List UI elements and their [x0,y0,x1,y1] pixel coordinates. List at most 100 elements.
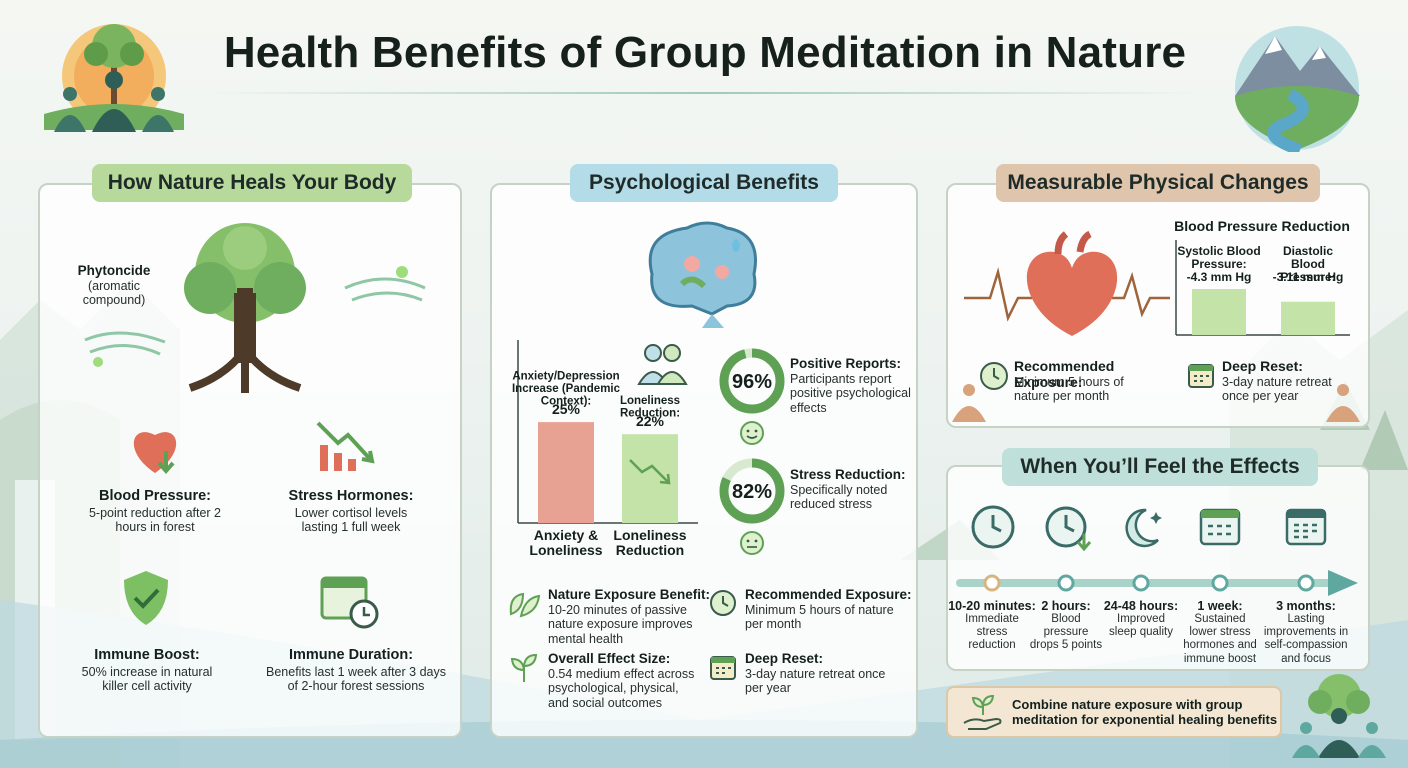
body-item-title: Immune Boost: [94,647,200,663]
timeline-time: 1 week: [1197,599,1243,613]
phytoncide-title: Phytoncide [77,263,151,278]
body-item-title: Immune Duration: [288,647,414,663]
timeline-time: 10-20 minutes: [948,599,1036,613]
moon-stars-icon [1118,502,1166,550]
group-meditation-logo-icon [34,14,194,144]
shield-check-icon [120,568,172,628]
bar-value-label: 22% [636,413,665,429]
timeline-desc: Sustained lower stress hormones and immu… [1183,613,1257,665]
body-item-desc: 50% increase in natural killer cell acti… [81,665,213,694]
body-item-desc: Lower cortisol levels lasting 1 full wee… [294,506,408,535]
timeline-panel-title: When You’ll Feel the Effects [1002,448,1318,486]
fact-title: Nature Exposure Benefit: [548,587,711,602]
category-label: Loneliness [613,527,686,543]
sprout-icon [507,650,541,684]
fact-title: Overall Effect Size: [548,651,671,666]
hand-sprout-icon [962,693,1004,731]
bar-title: Loneliness [620,395,680,407]
clock-icon [708,588,738,618]
heart-down-icon [128,415,182,479]
bar [1281,301,1335,335]
timeline-desc: Immediate stress reduction [965,613,1019,652]
bar-title: Increase (Pandemic [512,383,621,395]
bar-title: Context): [541,396,591,408]
meditator-left-icon [948,380,990,424]
body-item-desc: Benefits last 1 week after 3 days of 2-h… [266,665,446,694]
timeline-arrow [956,570,1360,596]
people-icon [636,342,688,386]
down-trend-icon [629,459,671,485]
body-item-desc: 5-point reduction after 2 hours in fores… [88,506,222,535]
ring-desc: Specifically noted reduced stress [790,483,888,512]
bar-value-label: -3.11 mm Hg [1273,270,1344,284]
breeze-left-icon [80,320,170,370]
psych-panel-title: Psychological Benefits [570,164,838,202]
calendar-icon [1198,504,1242,548]
fact-desc: 10-20 minutes of passive nature exposure… [548,603,693,646]
category-label: Pressure: [1280,270,1335,284]
phytoncide-desc: (aromatic compound) [82,279,146,308]
physical-panel-title: Measurable Physical Changes [996,164,1320,202]
bar-value-label: 25% [552,401,581,417]
bar [538,422,594,523]
neutral-face-icon [739,530,765,556]
category-label: Anxiety & [534,527,599,543]
fact-desc: Minimum 5 hours of nature per month [745,603,894,632]
category-label: Reduction [616,542,684,558]
timeline-time: 24-48 hours: [1103,599,1179,613]
ring-title: Stress Reduction: [790,467,906,482]
calendar-clock-icon [318,570,382,630]
clock-icon [970,504,1016,550]
bar [1192,289,1246,335]
timeline-desc: Blood pressure drops 5 points [1029,613,1103,652]
bar-value-label: -4.3 mm Hg [1187,270,1252,284]
breeze-right-icon [340,258,430,318]
clock-arrow-icon [1044,504,1092,552]
calendar-grid-icon [1284,504,1328,548]
leaves-icon [507,588,541,618]
category-label: Blood [1291,257,1325,271]
reset-desc: 3-day nature retreat once per year [1222,375,1332,404]
fact-desc: 3-day nature retreat once per year [745,667,886,696]
timeline-time: 3 months: [1276,599,1336,613]
timeline-time: 2 hours: [1041,599,1091,613]
mountain-river-emblem-icon [1220,16,1374,152]
timeline-panel [946,465,1370,671]
title-divider [205,92,1205,94]
category-label: Diastolic [1283,244,1333,258]
fact-desc: 0.54 medium effect across psychological,… [548,667,695,710]
body-panel-title: How Nature Heals Your Body [92,164,412,202]
timeline-desc: Lasting improvements in self-compassion … [1263,613,1349,665]
calendar-icon [708,652,738,682]
brain-icon [632,214,772,334]
calendar-icon [1186,360,1216,390]
tree-icon [160,218,330,398]
page-title: Health Benefits of Group Meditation in N… [223,28,1187,77]
clock-icon [978,360,1010,392]
exposure-desc: Minimum 5 hours of nature per month [1014,375,1124,404]
body-item-title: Blood Pressure: [99,488,211,504]
bar-title: Reduction: [620,408,680,420]
fact-title: Deep Reset: [745,651,824,666]
reset-title: Deep Reset: [1222,358,1303,374]
bar-title: Anxiety/Depression [512,371,619,383]
category-label: Systolic Blood [1177,244,1260,258]
heartbeat-icon [962,226,1172,346]
body-item-title: Stress Hormones: [288,488,414,504]
ring-96-chart: 96% [716,345,788,417]
ring-label: 82% [732,481,772,503]
bp-chart-title: Blood Pressure Reduction [1174,218,1350,234]
category-label: Loneliness [529,542,602,558]
ring-label: 96% [732,371,772,393]
meditator-right-icon [1322,380,1364,424]
ring-title: Positive Reports: [790,356,902,371]
ring-desc: Participants report positive psychologic… [790,372,911,415]
smile-icon [739,420,765,446]
callout-text: Combine nature exposure with group medit… [1012,697,1278,727]
ring-82-chart: 82% [716,455,788,527]
group-meditation-tree-icon [1284,670,1394,760]
category-label: Pressure: [1191,257,1246,271]
callout-box [946,686,1282,738]
